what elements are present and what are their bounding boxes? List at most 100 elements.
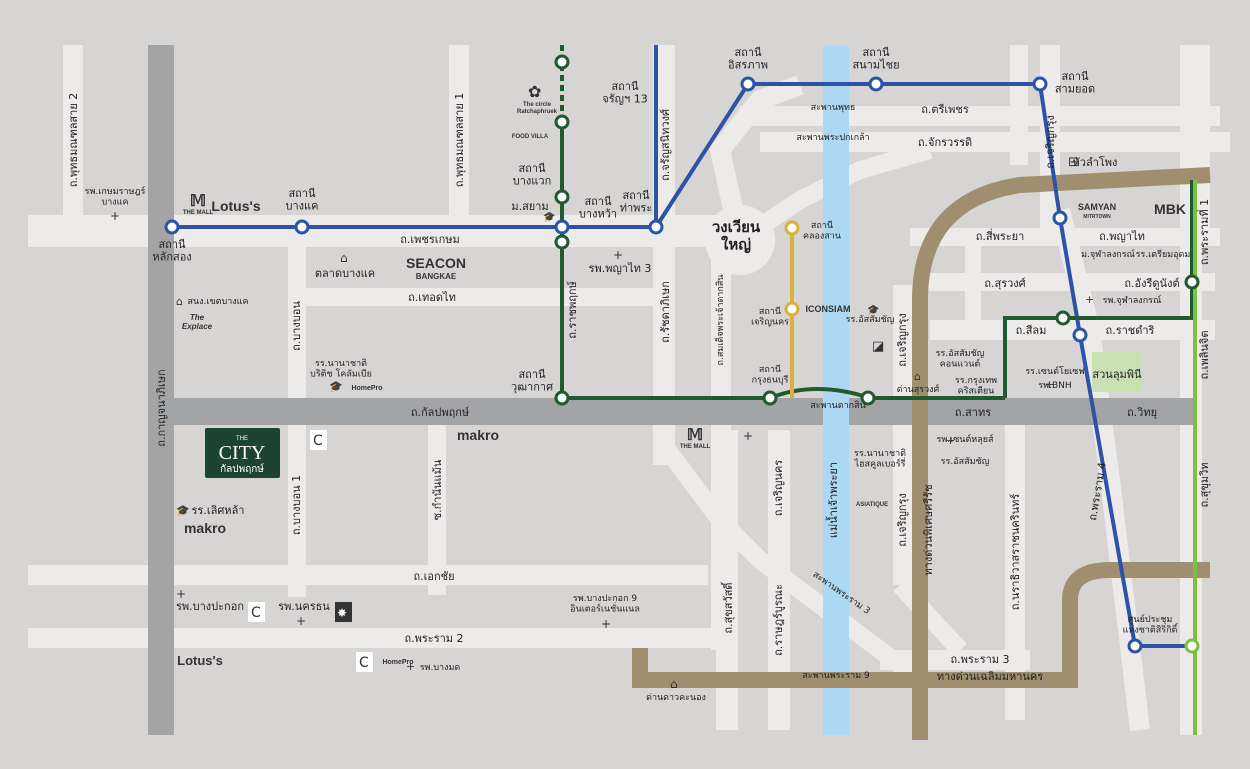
road-charoen-krung-label: ถ.เจริญกรุง (896, 313, 909, 367)
station-bang-waek-dot[interactable] (554, 189, 570, 205)
mbk-logo: MBK (1154, 201, 1186, 217)
seacon-sub-logo: BANGKAE (416, 272, 457, 281)
road-phloen-chit-label: ถ.เพลินจิต (1198, 330, 1211, 379)
station-bang-wa-dot[interactable] (554, 219, 570, 235)
station-wutthakat-label: สถานีวุฒากาศ (511, 368, 553, 394)
asiatique-logo: ASIATIQUE (856, 502, 888, 508)
hospital-icon-suk: + (743, 429, 753, 443)
homepro-logo-1: HomePro (351, 385, 382, 392)
road-narathiwat-label: ถ.นราธิวาสราชนครินทร์ (1009, 494, 1022, 611)
road-phutthamonthon1 (449, 45, 469, 240)
road-rama2-label: ถ.พระราม 2 (404, 632, 463, 645)
hosp-bangmod-label: รพ.บางมด (420, 663, 461, 673)
school-nanachat-label: รร.นานาชาติบริติช โคลัมเบีย (310, 358, 372, 379)
road-charoen-krung-v (893, 285, 913, 585)
road-sukhumvit-label: ถ.สุขุมวิท (1198, 462, 1211, 507)
station-sala-daeng-dot[interactable] (1055, 310, 1071, 326)
road-misc-2 (965, 228, 981, 328)
station-m-siam-dot[interactable] (554, 234, 570, 250)
central-mark-2: C (251, 605, 261, 621)
hospital-icon-bangpakok9: + (601, 617, 611, 631)
road-suk-sawat-label: ถ.สุขสวัสดิ์ (720, 581, 735, 634)
station-samyan-dot[interactable] (1052, 210, 1068, 226)
central-logo-1 (310, 430, 327, 450)
hospital-icon-chula: + (1085, 293, 1094, 306)
school-icon-m-siam: 🎓 (543, 211, 555, 223)
station-lightgreen-dot[interactable] (1184, 638, 1200, 654)
station-krung-thon-dot[interactable] (762, 390, 778, 406)
brand-logos: THE MALL 𝕄 Lotus's SEACON BANGKAE makro … (177, 82, 1186, 672)
makro-logo-1: makro (457, 427, 499, 443)
road-charansanitwong-north (653, 45, 675, 245)
station-sam-yot-dot[interactable] (1032, 76, 1048, 92)
road-kanlapaphruek-label: ถ.กัลปพฤกษ์ (411, 406, 470, 419)
hosp-bangpakok-label: รพ.บางปะกอก (176, 600, 244, 613)
district-office-label: สนง.เขตบางแค (188, 297, 249, 307)
road-suk-sawat (716, 430, 738, 730)
station-lumphini-dot[interactable] (1072, 327, 1088, 343)
station-convention-dot[interactable] (1127, 638, 1143, 654)
road-phetkasem-west (28, 215, 658, 247)
road-trai-phet-band (740, 106, 1220, 126)
the-city-small: THE (236, 436, 248, 442)
station-bang-waek-label: สถานีบางแวก (513, 162, 551, 188)
the-mall-logo-2: THE MALL (680, 444, 711, 450)
central-logo-3 (356, 652, 373, 672)
road-ekkachai (28, 565, 708, 585)
iconsiam-logo: ICONSIAM (806, 304, 851, 314)
checkpoint-dao-label: ด่านดาวคะนอง (646, 693, 706, 703)
station-sanam-chai-dot[interactable] (868, 76, 884, 92)
school-lertla-label: รร.เลิศหล้า (192, 504, 245, 517)
station-circle-dot[interactable] (554, 54, 570, 70)
road-charoen-nakhon-label: ถ.เจริญนคร (772, 460, 785, 517)
the-mall-logo-1: THE MALL (183, 210, 214, 216)
road-labels: ถ.เพชรเกษม ถ.กัลปพฤกษ์ ถ.เทอดไท ถ.เอกชัย… (67, 93, 1211, 666)
bridge-pokklao-label: สะพานพระปกเกล้า (796, 132, 869, 143)
road-trai-phet-label: ถ.ตรีเพชร (921, 103, 969, 116)
station-m-siam-label: ม.สยาม (511, 200, 548, 213)
wongwian-yai-circle (705, 205, 775, 275)
central-logo-2 (248, 602, 265, 622)
station-tha-phra-dot[interactable] (648, 219, 664, 235)
hospital-icon-phyathai3: + (613, 248, 623, 262)
station-lak-song-dot[interactable] (164, 219, 180, 235)
lotus-logo-2: Lotus's (177, 653, 223, 668)
station-charoen-nakhon-dot[interactable] (784, 301, 800, 317)
station-bang-khae-label: สถานีบางแค (286, 187, 319, 213)
road-rat-burana-label: ถ.ราษฎร์บูรณะ (772, 584, 785, 656)
expressway-chaloem (632, 562, 1210, 688)
road-rama2 (28, 628, 718, 648)
makro-logo-2: makro (184, 520, 226, 536)
school-bkk-christian-label: รร.กรุงเทพคริสเตียน (955, 376, 997, 396)
station-dots (164, 54, 1200, 654)
road-ratchaphruek-label: ถ.ราชพฤกษ์ (566, 281, 579, 339)
main-roads (148, 45, 1194, 735)
station-bang-khae-dot[interactable] (294, 219, 310, 235)
station-sam-yot-label: สถานีสามยอด (1055, 70, 1095, 96)
road-diag-charoen (652, 434, 926, 688)
hua-lamphong-label: หัวลำโพง (1073, 155, 1118, 169)
seacon-logo: SEACON (406, 255, 466, 271)
school-saint-joseph-label: รร.เซนต์โยเซฟ (1025, 365, 1084, 377)
road-charoen-krung-right-label: ถ.เจริญกรุง (1044, 115, 1057, 169)
homepro-logo-2: HomePro (382, 659, 413, 666)
road-surawong (915, 273, 1215, 291)
school-chula-label: ม.จุฬาลงกรณ์ (1081, 248, 1135, 260)
road-wongwian-north (709, 75, 804, 243)
station-bang-waek-north-dot[interactable] (554, 114, 570, 130)
school-assumption2-label: รร.อัสสัมชัญคอนแวนต์ (936, 349, 985, 369)
government-icon: ⌂ (176, 295, 183, 308)
station-rama1-dot[interactable] (1184, 274, 1200, 290)
checkpoint-icon-suwong: ⌂ (914, 370, 921, 383)
station-saphan-taksin-dot[interactable] (860, 390, 876, 406)
hosp-phyathai3-label: รพ.พญาไท 3 (589, 262, 652, 275)
station-wutthakat-dot[interactable] (554, 390, 570, 406)
road-bang-bon1-label: ถ.บางบอน 1 (290, 475, 303, 535)
the-city-logo: THE CITY กัลปพฤกษ์ (205, 428, 280, 478)
station-khlong-san-dot[interactable] (784, 220, 800, 236)
station-lak-song-label: สถานีหลักสอง (152, 238, 191, 264)
station-itsaraphap-dot[interactable] (740, 76, 756, 92)
checkpoint-icon-dao: ⌂ (670, 677, 678, 691)
